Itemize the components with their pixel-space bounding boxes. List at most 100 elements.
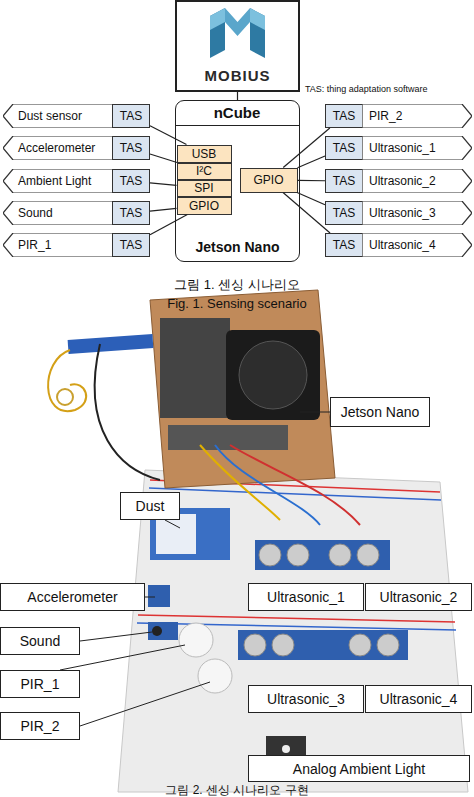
interface-box: USB: [177, 145, 232, 163]
sensor-tag: Ultrasonic_3: [362, 201, 472, 225]
node-text: TAS: [333, 109, 355, 123]
node-text: I²C: [196, 164, 212, 178]
power-rail: [149, 488, 441, 500]
sensor-tag: Ultrasonic_2: [362, 169, 472, 193]
node-text: Ultrasonic_1: [369, 141, 436, 155]
node-text: TAS: [120, 141, 142, 155]
dust-sensor-face: [156, 514, 196, 554]
cooling-fan: [226, 330, 320, 420]
figure-caption: 그림 2. 센싱 시나리오 구현: [0, 782, 474, 797]
tag-outline: [362, 136, 472, 160]
tag-outline: [3, 233, 113, 257]
node-text: Dust sensor: [18, 109, 82, 123]
fan-blade: [239, 341, 307, 409]
node-text: nCube: [214, 104, 261, 121]
node-text: TAS: [333, 141, 355, 155]
node-text: TAS: [120, 174, 142, 188]
usb-adapter: [68, 334, 154, 354]
ultrasonic-transducer: [272, 634, 294, 656]
sensor-tag: Dust sensor: [3, 104, 113, 128]
connector-line: [150, 215, 187, 235]
mobius-logo: [210, 8, 265, 58]
ultrasonic-transducer: [329, 544, 351, 566]
callout-box: Jetson Nano: [330, 397, 430, 427]
node-text: TAS: [120, 238, 142, 252]
sensor-tag: Accelerometer: [3, 136, 113, 160]
sensor-tag: Ultrasonic_4: [362, 233, 472, 257]
tag-outline: [362, 104, 472, 128]
node-text: TAS: [333, 238, 355, 252]
wire: [48, 350, 86, 411]
node-text: MOBIUS: [177, 67, 298, 84]
tag-outline: [3, 201, 113, 225]
wire: [95, 344, 160, 480]
figure-caption: Fig. 1. Sensing scenario: [0, 296, 474, 311]
node-text: Ultrasonic_2: [369, 174, 436, 188]
connector-line: [298, 156, 326, 168]
node-text: Dust: [136, 498, 165, 514]
tag-outline: [3, 104, 113, 128]
interface-box: SPI: [177, 180, 232, 197]
node-text: PIR_1: [21, 676, 60, 692]
note-text: TAS: thing adaptation software: [305, 84, 427, 94]
connector-line: [150, 126, 186, 145]
interface-box: GPIO: [240, 168, 298, 193]
adapter-box: TAS: [325, 104, 363, 128]
node-text: Ultrasonic_4: [369, 238, 436, 252]
tag-outline: [3, 169, 113, 193]
ultrasonic-transducer: [259, 544, 281, 566]
logo-face: [210, 8, 225, 58]
interface-box: GPIO: [177, 197, 232, 215]
node-text: Ultrasonic_3: [267, 691, 345, 707]
sensor-tag: Ultrasonic_1: [362, 136, 472, 160]
node-text: Jetson Nano: [341, 404, 420, 420]
node-text: USB: [192, 147, 217, 161]
node-text: TAS: [333, 206, 355, 220]
callout-box: PIR_1: [0, 670, 80, 698]
logo-face: [250, 8, 265, 58]
pir-dome: [198, 659, 232, 693]
callout-box: Dust: [120, 492, 180, 520]
jetson-board: [160, 318, 230, 418]
acrylic-base: [150, 290, 335, 488]
node-text: Accelerometer: [27, 589, 117, 605]
ultrasonic-transducer: [244, 634, 266, 656]
connector-line: [150, 208, 177, 211]
wire: [230, 445, 360, 525]
adapter-box: TAS: [112, 201, 150, 225]
interface-box: I²C: [177, 163, 232, 180]
sensor-tag: Sound: [3, 201, 113, 225]
callout-box: Analog Ambient Light: [248, 755, 470, 782]
adapter-box: TAS: [325, 233, 363, 257]
logo-face: [225, 8, 250, 36]
connector-line: [298, 180, 326, 182]
ultrasonic-transducer: [349, 634, 371, 656]
adapter-box: TAS: [112, 104, 150, 128]
tag-outline: [362, 233, 472, 257]
callout-box: Ultrasonic_4: [365, 685, 472, 713]
breadboard: [118, 470, 468, 792]
node-text: Jetson Nano: [176, 239, 299, 255]
connector-line: [283, 128, 330, 168]
node-text: Ultrasonic_1: [267, 589, 345, 605]
gpio-header: [168, 425, 288, 450]
leader-line: [300, 412, 330, 413]
callout-box: PIR_2: [0, 712, 80, 740]
power-rail: [138, 615, 455, 622]
ultrasonic-transducer: [287, 544, 309, 566]
callout-box: Accelerometer: [0, 583, 145, 611]
ultrasonic-board: [238, 630, 408, 660]
node-text: Ultrasonic_2: [380, 589, 458, 605]
connector-line: [237, 92, 238, 100]
connector-line: [297, 193, 325, 205]
tag-outline: [362, 169, 472, 193]
node-text: GPIO: [189, 199, 219, 213]
tag-outline: [3, 136, 113, 160]
pir-dome: [179, 623, 213, 657]
connector-line: [150, 154, 177, 163]
leader-line: [145, 597, 155, 598]
node-text: SPI: [194, 181, 213, 195]
node-text: TAS: [120, 109, 142, 123]
callout-box: Sound: [0, 627, 80, 655]
